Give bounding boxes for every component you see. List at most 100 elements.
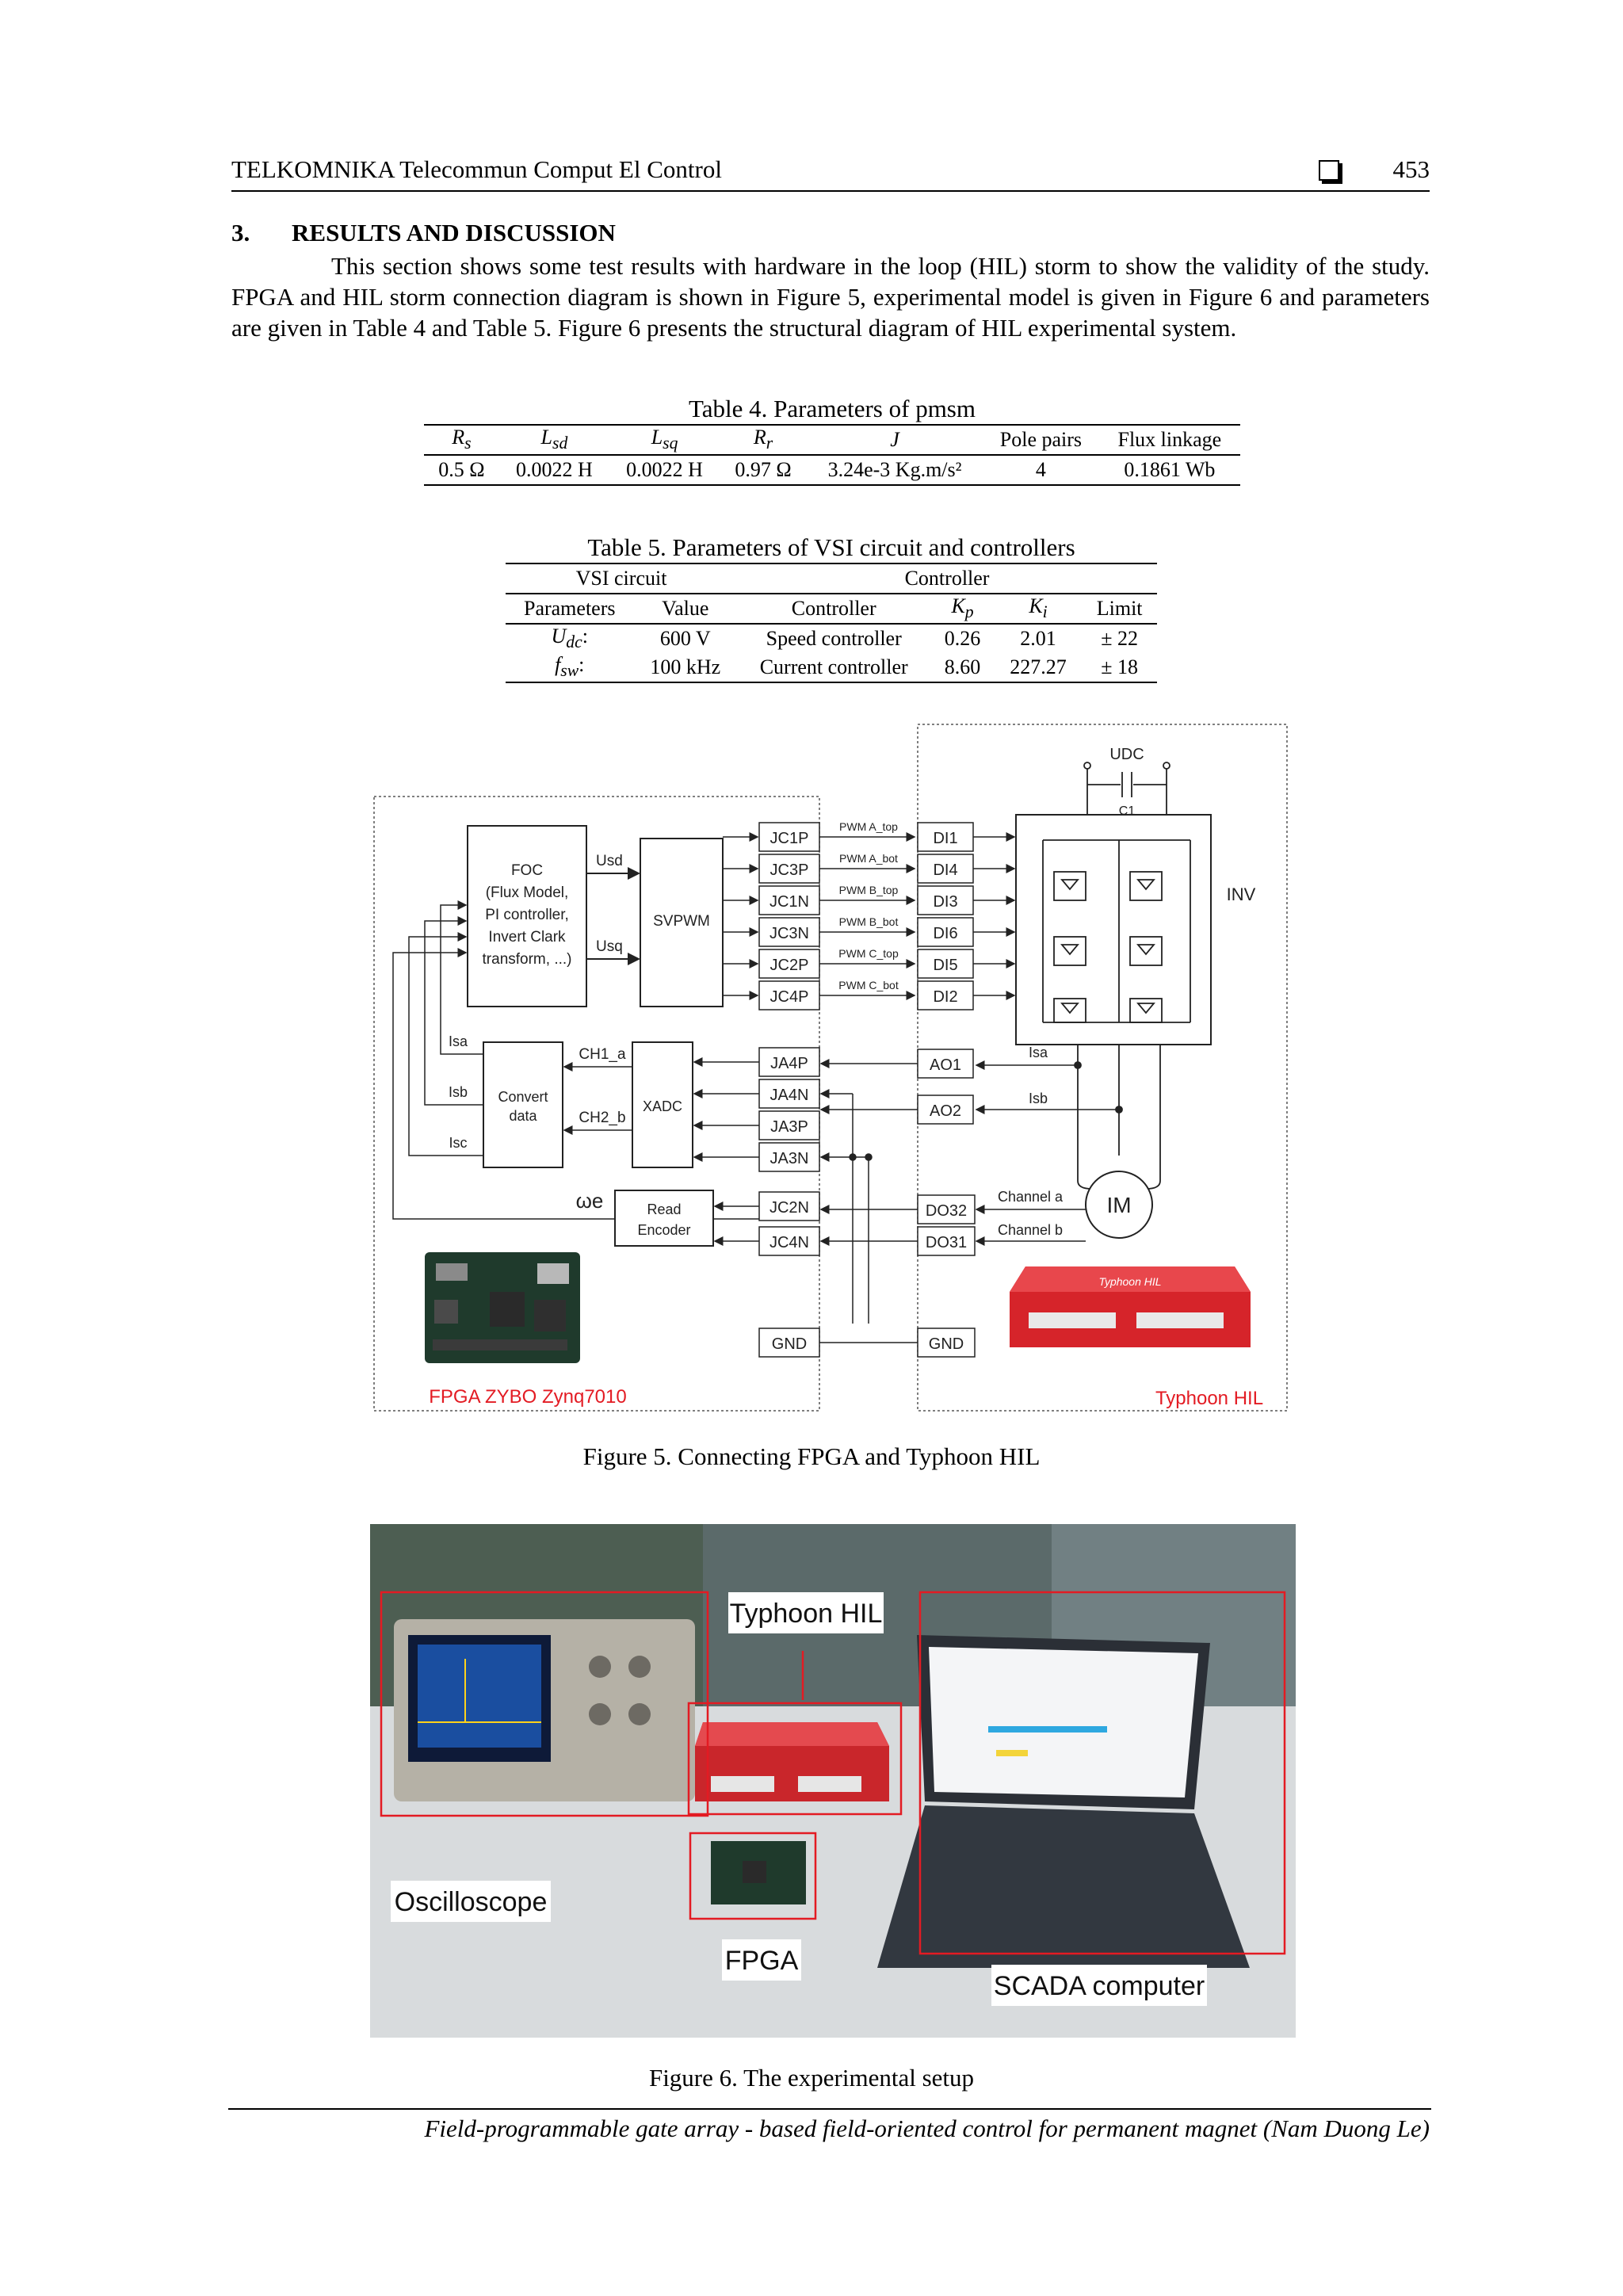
- ao-pin: [917, 1049, 974, 1079]
- t4-header-pole: Pole pairs: [999, 428, 1083, 451]
- page-number: 453: [1392, 155, 1430, 183]
- oscilloscope-image: [394, 1619, 695, 1801]
- figure6-caption: Figure 6. The experimental setup: [648, 2064, 975, 2092]
- t5-header: Limit: [1082, 593, 1157, 624]
- foc-line: (Flux Model,: [486, 884, 569, 901]
- gnd-pin: [917, 1328, 976, 1358]
- header-box-icon: [1319, 160, 1339, 181]
- pin-label: JC2N: [769, 1199, 809, 1217]
- usq-label: Usq: [596, 938, 623, 955]
- t4-cell: 3.24e-3 Kg.m/s²: [806, 454, 983, 485]
- t5-cell: 227.27: [1010, 655, 1067, 678]
- table4: Rs Lsd Lsq Rr J Pole pairs Flux linkage …: [424, 424, 1240, 486]
- pwm-label: PWM C_top: [838, 947, 899, 960]
- label-bg: [722, 1939, 801, 1981]
- inv-label: INV: [1227, 884, 1256, 904]
- t4-cell: 0.5 Ω: [424, 454, 499, 485]
- enc-pin: [758, 1191, 820, 1221]
- foc-line: PI controller,: [485, 907, 569, 923]
- convert-block: [483, 1041, 563, 1168]
- pin-label: DI5: [933, 957, 957, 974]
- do-pin: [917, 1226, 976, 1256]
- t5-header-kp: Kp: [930, 593, 995, 624]
- pin-label: DI2: [933, 988, 957, 1006]
- table4-caption: Table 4. Parameters of pmsm: [689, 395, 976, 422]
- ch2-label: CH2_b: [579, 1110, 625, 1126]
- ch1-label: CH1_a: [579, 1046, 626, 1063]
- pwm-label: PWM B_top: [839, 884, 899, 896]
- t4-header-rr: Rr: [753, 426, 773, 453]
- t4-cell: 0.0022 H: [609, 454, 720, 485]
- t5-header: Controller: [737, 593, 931, 624]
- encoder-block: [614, 1190, 714, 1247]
- t4-cell: 0.0022 H: [498, 454, 609, 485]
- label-bg: [391, 1881, 551, 1922]
- c1-label: C1: [1119, 804, 1136, 818]
- scada-label: SCADA computer: [994, 1971, 1205, 2001]
- label-bg: [991, 1965, 1207, 2006]
- usd-label: Usd: [596, 853, 623, 869]
- motor-label: IM: [1106, 1193, 1131, 1217]
- udc-label: UDC: [1109, 746, 1144, 763]
- table5: VSI circuit Controller Parameters Value …: [506, 563, 1157, 683]
- t5-header-ki: Ki: [994, 593, 1083, 624]
- dc-link: [1083, 762, 1170, 815]
- t5-cell: 100 kHz: [650, 655, 721, 678]
- jc-pin-group: [758, 822, 820, 1010]
- t4-header-rs: Rs: [452, 426, 472, 453]
- typhoon-device-image: [1010, 1266, 1251, 1347]
- isb-hil-label: Isb: [1029, 1091, 1048, 1106]
- encoder-line: Read: [647, 1201, 681, 1217]
- pin-label: JC3N: [769, 925, 809, 942]
- t4-header-flux: Flux linkage: [1117, 428, 1222, 451]
- pwm-label: PWM B_bot: [839, 915, 899, 928]
- pin-label: AO2: [930, 1102, 961, 1120]
- ao-pin: [917, 1095, 974, 1125]
- label-bg: [728, 1592, 884, 1633]
- t4-cell: 0.1861 Wb: [1098, 454, 1240, 485]
- isc-label: Isc: [449, 1135, 467, 1151]
- pin-label: GND: [772, 1335, 807, 1353]
- t5-cell: 0.26: [930, 623, 995, 653]
- section-number: 3.: [231, 219, 250, 246]
- do-pin: [917, 1194, 976, 1224]
- t5-cell: 2.01: [994, 623, 1083, 653]
- t5-cell: ± 18: [1101, 655, 1139, 678]
- pin-label: JA3N: [770, 1150, 809, 1167]
- typhoon-photo-label: Typhoon HIL: [730, 1599, 883, 1629]
- t4-header-j: J: [890, 428, 899, 451]
- page-footer: Field-programmable gate array - based fi…: [228, 2108, 1431, 2142]
- paragraph-text: This section shows some test results wit…: [231, 252, 1430, 342]
- t5-header: Value: [633, 593, 738, 624]
- figure6-highlight-boxes: [380, 1591, 1286, 1955]
- fpga-photo-label: FPGA: [725, 1946, 799, 1976]
- t5-header: Parameters: [506, 593, 634, 624]
- page-header: TELKOMNIKA Telecommun Comput El Control …: [231, 155, 1430, 192]
- xadc-block: [632, 1041, 693, 1168]
- fpga-board-image: [425, 1252, 580, 1363]
- xadc-label: XADC: [643, 1098, 682, 1114]
- pin-label: JA4P: [770, 1055, 808, 1072]
- channel-a-label: Channel a: [998, 1189, 1064, 1205]
- isa-label: Isa: [449, 1033, 468, 1049]
- pin-label: JC4N: [769, 1234, 809, 1251]
- pin-label: JA4N: [770, 1087, 809, 1104]
- t5-cell: 8.60: [944, 655, 981, 678]
- convert-line: Convert: [498, 1089, 548, 1105]
- svpwm-block: [640, 838, 724, 1007]
- pin-label: DI4: [933, 861, 957, 879]
- foc-line: Invert Clark: [488, 929, 566, 946]
- laptop-image: [877, 1635, 1250, 1968]
- foc-line: transform, ...): [483, 951, 572, 968]
- t4-cell: 0.97 Ω: [720, 454, 807, 485]
- isa-hil-label: Isa: [1029, 1045, 1048, 1060]
- pin-label: AO1: [930, 1056, 961, 1074]
- fpga-photo-image: [711, 1841, 806, 1904]
- typhoon-brand: Typhoon HIL: [1098, 1275, 1161, 1288]
- pwm-label: PWM C_bot: [838, 979, 899, 991]
- typhoon-photo-image: [695, 1722, 889, 1801]
- t5-cell: Speed controller: [737, 623, 931, 653]
- oscilloscope-label: Oscilloscope: [395, 1887, 548, 1917]
- pin-label: DO31: [926, 1234, 967, 1251]
- t5-group-vsi: VSI circuit: [575, 567, 667, 590]
